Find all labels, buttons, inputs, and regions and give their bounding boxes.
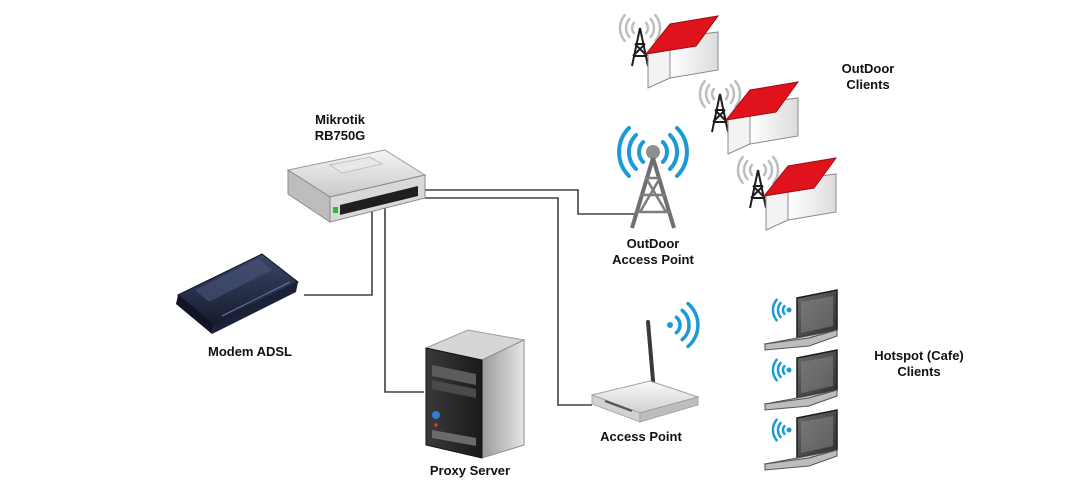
wifi-wave-icon [668,133,680,171]
wifi-wave-icon [617,126,631,178]
outdoor-clients-line2: Clients [846,77,890,92]
wifi-wave-icon [674,315,682,335]
wifi-wave-icon [660,140,669,164]
link-router-outdoor-ap [400,189,636,215]
hotspot-clients-line1: Hotspot (Cafe) [874,348,964,363]
access-point-icon [590,301,700,423]
wifi-wave-icon [675,126,689,178]
wifi-wave-icon [686,301,700,349]
house-client-icon [698,79,800,155]
house-client-icon [618,13,720,89]
proxy-server-label: Proxy Server [429,463,511,478]
laptop-client-icon [763,289,838,351]
access-point-label: Access Point [600,429,682,444]
hotspot-clients-label: Hotspot (Cafe) Clients [854,348,984,380]
mikrotik-model: RB750G [314,128,366,143]
outdoor-access-point-icon [617,126,689,229]
modem-label: Modem ADSL [207,344,293,359]
laptop-client-icon [763,349,838,411]
mikrotik-name: Mikrotik [315,112,365,127]
laptop-client-icon [763,409,838,471]
connection-lines [304,189,636,406]
hotspot-clients-group [763,289,838,471]
outdoor-access-point-line1: OutDoor [626,236,680,251]
outdoor-clients-group [618,13,838,231]
wifi-wave-icon [626,133,638,171]
link-router-proxy [384,200,424,393]
outdoor-access-point-label: OutDoor Access Point [598,236,708,268]
link-router-access-point [392,197,592,406]
mikrotik-router-icon [286,149,427,223]
outdoor-clients-line1: OutDoor [841,61,895,76]
wifi-dot-icon [667,322,673,328]
link-router-modem [304,205,373,296]
hotspot-clients-line2: Clients [897,364,941,379]
modem-adsl-icon [176,253,299,334]
wifi-wave-icon [680,308,691,342]
proxy-server-icon [424,329,526,459]
outdoor-clients-label: OutDoor Clients [818,61,918,93]
outdoor-access-point-line2: Access Point [612,252,694,267]
mikrotik-label: Mikrotik RB750G [300,112,380,144]
wifi-wave-icon [637,140,646,164]
house-client-icon [736,155,838,231]
